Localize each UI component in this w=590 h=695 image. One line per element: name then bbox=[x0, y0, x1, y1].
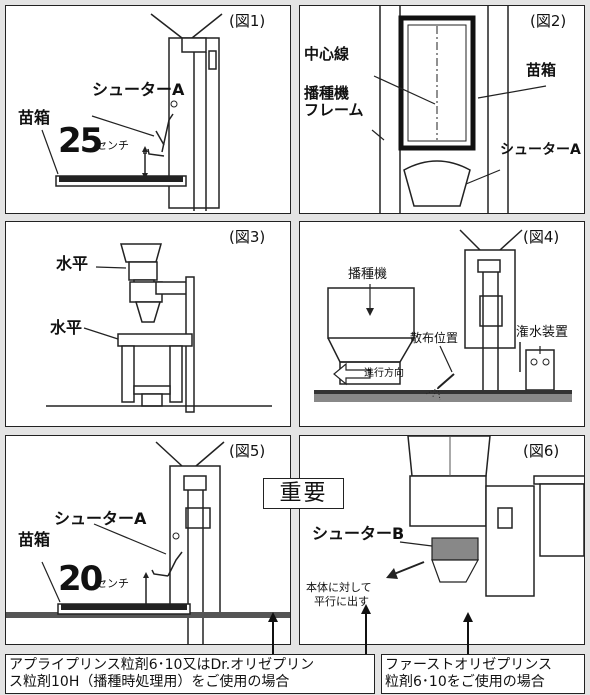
level-bottom-label: 水平 bbox=[50, 318, 83, 337]
caption-right-line2: 粒剤6･10をご使用の場合 bbox=[385, 674, 545, 690]
distance-value: 25 bbox=[58, 121, 103, 161]
figure-4-label: (図4) bbox=[523, 228, 560, 246]
chuter-a-label: シューターA bbox=[500, 142, 581, 158]
figure-4-drawing bbox=[314, 229, 572, 402]
level-top-label: 水平 bbox=[56, 254, 89, 273]
figure-5-panel: (図5) シューターA 苗箱 20 センチ bbox=[5, 435, 291, 645]
caption-right-line1: ファーストオリゼプリンス bbox=[385, 657, 553, 673]
distance-value: 20 bbox=[58, 559, 103, 599]
figure-3-label: (図3) bbox=[229, 228, 266, 246]
center-line-label: 中心線 bbox=[304, 45, 350, 63]
figure-3-panel: (図3) 水平 水平 bbox=[5, 221, 291, 427]
caption-left: アプライプリンス粒剤6･10又はDr.オリゼプリン ス粒剤10H（播種時処理用）… bbox=[5, 654, 375, 694]
figure-4-panel: (図4) 播種機 散布位置 潅水装置 進行方向 bbox=[299, 221, 585, 427]
seeder-frame-label-2: フレーム bbox=[304, 101, 364, 119]
chuter-a-label: シューターA bbox=[92, 80, 185, 99]
caption-right: ファーストオリゼプリンス 粒剤6･10をご使用の場合 bbox=[381, 654, 585, 694]
distance-unit: センチ bbox=[96, 577, 129, 590]
spread-position-label: 散布位置 bbox=[410, 331, 459, 345]
figure-3-drawing bbox=[46, 243, 272, 413]
figure-6-drawing bbox=[386, 436, 584, 597]
watering-device-label: 潅水装置 bbox=[516, 325, 569, 340]
seedling-tray-label: 苗箱 bbox=[526, 61, 557, 79]
seeder-frame-label-1: 播種機 bbox=[304, 84, 350, 102]
parallel-note-line2: 平行に出す bbox=[314, 595, 369, 608]
seedling-tray-label: 苗箱 bbox=[18, 530, 51, 549]
distance-unit: センチ bbox=[96, 139, 129, 152]
direction-label: 進行方向 bbox=[364, 368, 404, 379]
chuter-b-label: シューターB bbox=[312, 524, 405, 543]
caption-left-line1: アプライプリンス粒剤6･10又はDr.オリゼプリン bbox=[9, 657, 315, 673]
parallel-note-line1: 本体に対して bbox=[306, 581, 372, 594]
chuter-a-label: シューターA bbox=[54, 509, 147, 528]
figure-1-panel: (図1) シューターA 苗箱 25 センチ bbox=[5, 5, 291, 214]
figure-5-drawing bbox=[6, 441, 290, 644]
seedling-tray-label: 苗箱 bbox=[18, 108, 51, 127]
figure-2-label: (図2) bbox=[530, 12, 567, 30]
seeder-label: 播種機 bbox=[348, 267, 388, 282]
figure-2-drawing bbox=[371, 6, 547, 213]
figure-6-panel: (図6) シューターB 本体に対して 平行に出す bbox=[299, 435, 585, 645]
figure-6-label: (図6) bbox=[523, 442, 560, 460]
figure-1-label: (図1) bbox=[229, 12, 266, 30]
figure-1-drawing bbox=[41, 13, 223, 211]
figure-5-label: (図5) bbox=[229, 442, 266, 460]
caption-left-line2: ス粒剤10H（播種時処理用）をご使用の場合 bbox=[9, 674, 290, 690]
important-badge: 重要 bbox=[263, 478, 344, 509]
figure-2-panel: (図2) 中心線 苗箱 播種機 フレーム シューターA bbox=[299, 5, 585, 214]
